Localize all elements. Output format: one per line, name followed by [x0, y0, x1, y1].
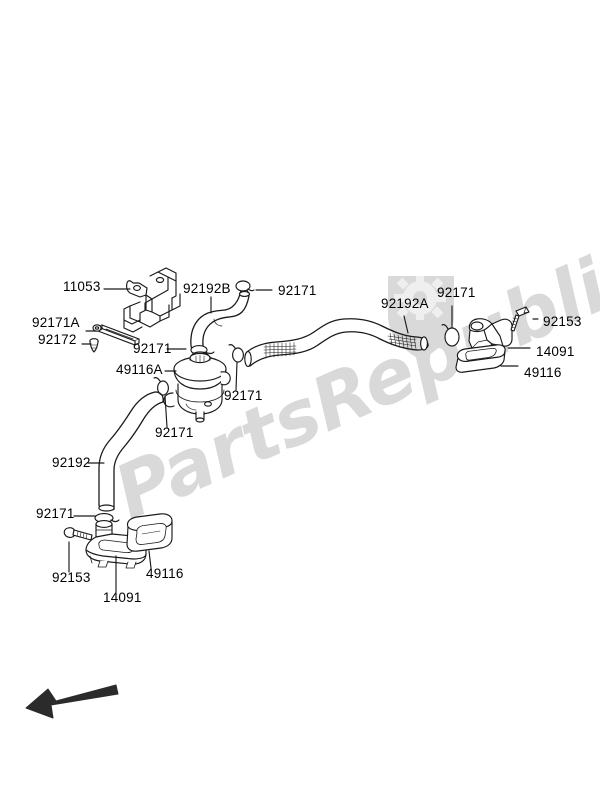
part-gasket-49116-bottom — [126, 513, 173, 552]
leader-92171-right — [235, 361, 238, 391]
part-label-92192: 92192 — [52, 455, 91, 470]
direction-arrow — [25, 684, 119, 719]
part-clamp-92171-right — [228, 344, 244, 363]
part-label-14091-r: 14091 — [536, 344, 575, 359]
part-label-14091-b: 14091 — [103, 590, 142, 605]
leader-92192A — [403, 315, 409, 334]
part-screw-92172 — [89, 338, 99, 353]
part-label-92153-b: 92153 — [52, 570, 91, 585]
part-label-92171-c: 92171 — [133, 341, 172, 356]
part-label-92171A: 92171A — [32, 315, 80, 330]
part-tube-92192A — [244, 318, 429, 367]
part-clamp-92171-lowerleft — [153, 377, 169, 396]
part-label-92171-e: 92171 — [155, 425, 194, 440]
part-label-49116-r: 49116 — [524, 365, 562, 380]
part-label-49116-b: 49116 — [146, 566, 184, 581]
gear-shield-logo — [388, 276, 454, 360]
part-label-92171-b: 92171 — [437, 285, 476, 300]
part-label-92153-r: 92153 — [543, 314, 582, 329]
leader-92171-lowerleft — [164, 395, 168, 428]
part-label-92171-a: 92171 — [278, 283, 317, 298]
part-valve-49116A — [163, 351, 231, 423]
part-label-49116A: 49116A — [116, 362, 163, 377]
part-bolt-92153-bottom — [63, 527, 93, 541]
part-clamp-92171-rightend — [441, 324, 460, 347]
part-cover-14091-right — [468, 318, 513, 353]
part-bolt-92153-right — [510, 306, 530, 332]
leader-49116-bottom — [148, 550, 152, 569]
part-clamp-92171-bottom — [94, 513, 120, 523]
part-clamp-92171-top — [235, 280, 255, 292]
part-gasket-49116-right — [455, 344, 506, 373]
part-label-92172: 92172 — [38, 332, 77, 347]
part-label-92171-d: 92171 — [224, 388, 263, 403]
part-clamp-92171A — [92, 324, 140, 346]
part-label-92192B: 92192B — [183, 281, 231, 296]
part-label-92171-f: 92171 — [36, 506, 75, 521]
part-label-11053: 11053 — [63, 279, 101, 294]
part-tube-92192 — [98, 391, 164, 512]
part-bracket-11053 — [123, 267, 181, 333]
part-label-92192A: 92192A — [381, 296, 429, 311]
